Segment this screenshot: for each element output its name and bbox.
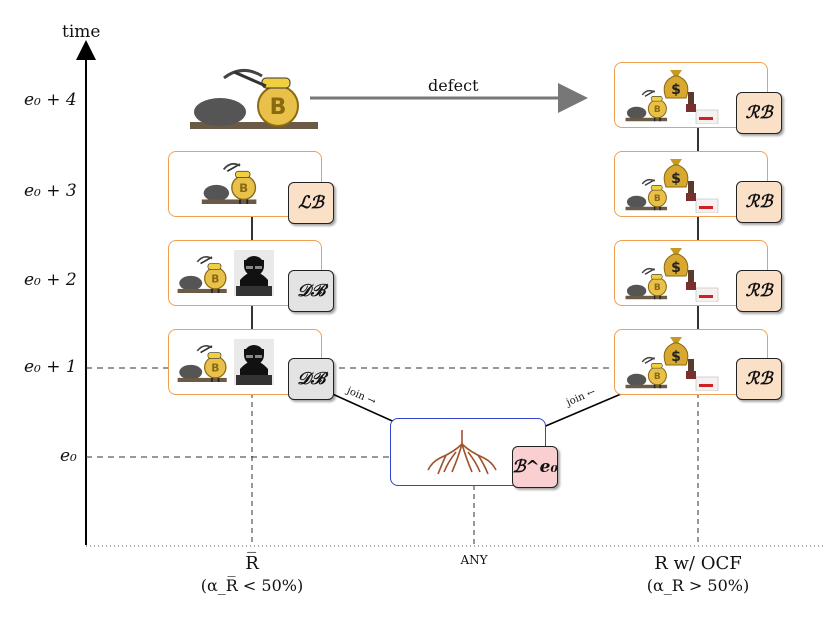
miner-icon [624,356,668,389]
y-tick-e0: e₀ [60,446,77,466]
tree-roots-icon [427,430,497,475]
badge-db: 𝒟ℬ [288,358,334,400]
x-tick-r-ocf: R w/ OCF [654,553,742,574]
miner-icon [176,255,228,294]
x-tick-r-bar-condition: (α_R̅ < 50%) [200,576,304,595]
stamp-icon [686,359,719,391]
y-tick-e0-plus-2: e₀ + 2 [24,270,77,290]
miner-icon [624,267,668,300]
hacker-icon [234,250,274,296]
badge-rb: ℛℬ [736,270,782,312]
miner-icon [176,344,228,383]
svg-text:B: B [270,95,287,120]
y-tick-e0-plus-3: e₀ + 3 [24,181,77,201]
badge-rb: ℛℬ [736,181,782,223]
badge-rb: ℛℬ [736,358,782,400]
badge-rb: ℛℬ [736,92,782,134]
miner-icon [200,162,258,205]
badge-db: 𝒟ℬ [288,270,334,312]
hacker-icon [234,339,274,385]
x-tick-any: ANY [460,553,488,567]
badge-lb: ℒℬ [288,182,334,224]
miner-icon [624,178,668,211]
defect-label: defect [428,76,479,95]
stamp-icon [686,181,719,213]
miner-icon [624,89,668,122]
x-tick-r-bar: R̅ [245,553,259,574]
x-tick-r-ocf-condition: (α_R > 50%) [646,576,750,595]
badge-root: ℬ^e₀ [512,446,558,488]
y-tick-e0-plus-4: e₀ + 4 [24,90,77,110]
stamp-icon [686,92,719,124]
defecting-miner-icon: B [190,69,318,129]
stamp-icon [686,270,719,302]
y-axis-title: time [62,22,101,42]
y-tick-e0-plus-1: e₀ + 1 [24,357,77,377]
